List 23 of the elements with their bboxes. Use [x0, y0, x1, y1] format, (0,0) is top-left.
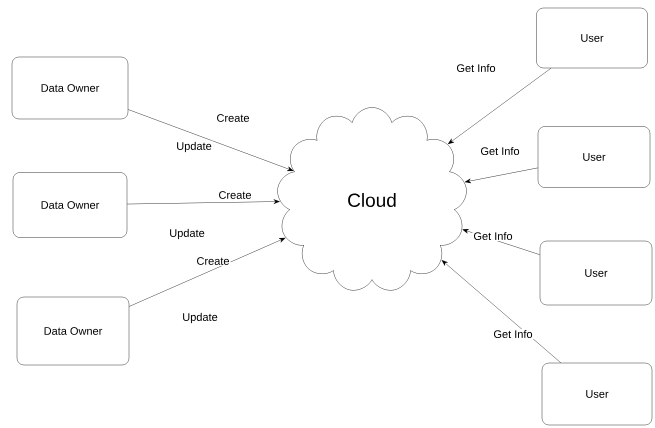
arrow: [128, 109, 294, 172]
process-box: Data Owner: [12, 56, 128, 120]
edge-label: Create: [218, 190, 252, 200]
edge-label: Get Info: [492, 328, 534, 340]
process-box: Data Owner: [12, 172, 128, 238]
process-box: User: [538, 126, 650, 188]
edge-label: Get Info: [472, 230, 514, 242]
arrow: [464, 168, 538, 184]
arrow: [127, 199, 280, 204]
arrow: [448, 68, 552, 144]
action-label: Update: [175, 140, 213, 154]
edge-label: Get Info: [479, 146, 521, 156]
action-label: Update: [181, 312, 219, 324]
edge-label: Get Info: [455, 62, 497, 74]
process-box: Data Owner: [16, 296, 130, 366]
arrow: [442, 260, 562, 363]
process-box: User: [536, 8, 648, 68]
arrow: [129, 238, 286, 307]
edge-label: Create: [196, 256, 230, 266]
action-label: Update: [168, 228, 206, 240]
process-box: User: [540, 240, 652, 306]
edge-label: Create: [216, 113, 250, 123]
process-box: User: [542, 362, 652, 426]
